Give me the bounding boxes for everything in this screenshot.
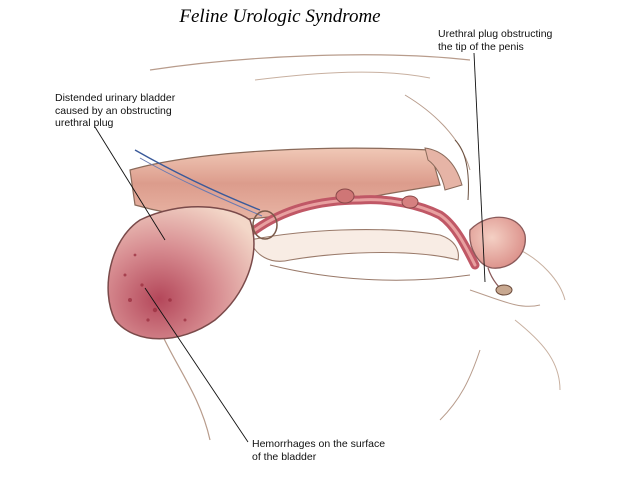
page-title: Feline Urologic Syndrome: [179, 6, 381, 27]
plug-label-line: Urethral plug obstructing: [438, 28, 553, 40]
bladder-label-line: Distended urinary bladder: [55, 92, 176, 104]
hemorrhage-marks: [123, 253, 187, 322]
pelvic-membrane: [249, 229, 459, 262]
bulbourethral-gland: [335, 188, 355, 204]
body-outline: [149, 54, 471, 71]
blood-vessel: [134, 149, 261, 211]
leader-line-hemorrhage: [144, 287, 249, 443]
bladder-label: Distended urinary bladder caused by an o…: [55, 92, 175, 130]
penis: [469, 216, 526, 269]
hemorrhage-label: Hemorrhages on the surface of the bladde…: [252, 438, 385, 463]
bladder-label-line: urethral plug: [55, 117, 114, 129]
plug-label-line: the tip of the penis: [438, 40, 524, 53]
urethral-plug: [495, 284, 513, 296]
hemorrhage-label-line: of the bladder: [252, 450, 317, 463]
bladder-label-line: caused by an obstructing: [55, 104, 172, 117]
leader-line-bladder: [94, 126, 166, 241]
urethral-plug-label: Urethral plug obstructing the tip of the…: [438, 28, 552, 53]
hemorrhage-label-line: Hemorrhages on the surface: [252, 438, 386, 450]
bladder: [107, 206, 255, 340]
leader-line-plug: [473, 52, 486, 283]
